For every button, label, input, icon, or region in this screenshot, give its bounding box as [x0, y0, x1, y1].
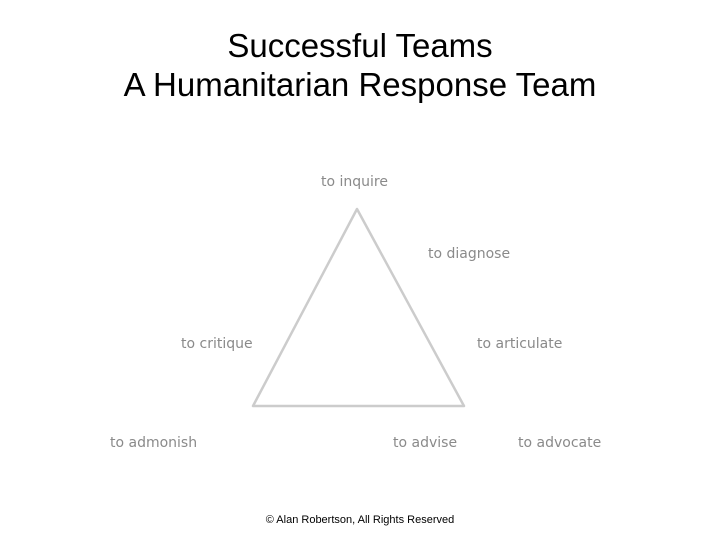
label-to-critique: to critique — [181, 336, 253, 352]
label-to-admonish: to admonish — [110, 435, 198, 451]
slide-title: Successful Teams A Humanitarian Response… — [0, 26, 720, 104]
label-to-diagnose: to diagnose — [428, 246, 511, 262]
label-to-inquire: to inquire — [321, 174, 388, 190]
label-to-advocate: to advocate — [518, 435, 602, 451]
triangle-shape — [251, 207, 466, 408]
title-line-1: Successful Teams — [227, 27, 493, 64]
label-to-advise: to advise — [393, 435, 458, 451]
label-to-articulate: to articulate — [477, 336, 563, 352]
title-line-2: A Humanitarian Response Team — [123, 66, 597, 103]
copyright-footer: © Alan Robertson, All Rights Reserved — [265, 514, 455, 526]
